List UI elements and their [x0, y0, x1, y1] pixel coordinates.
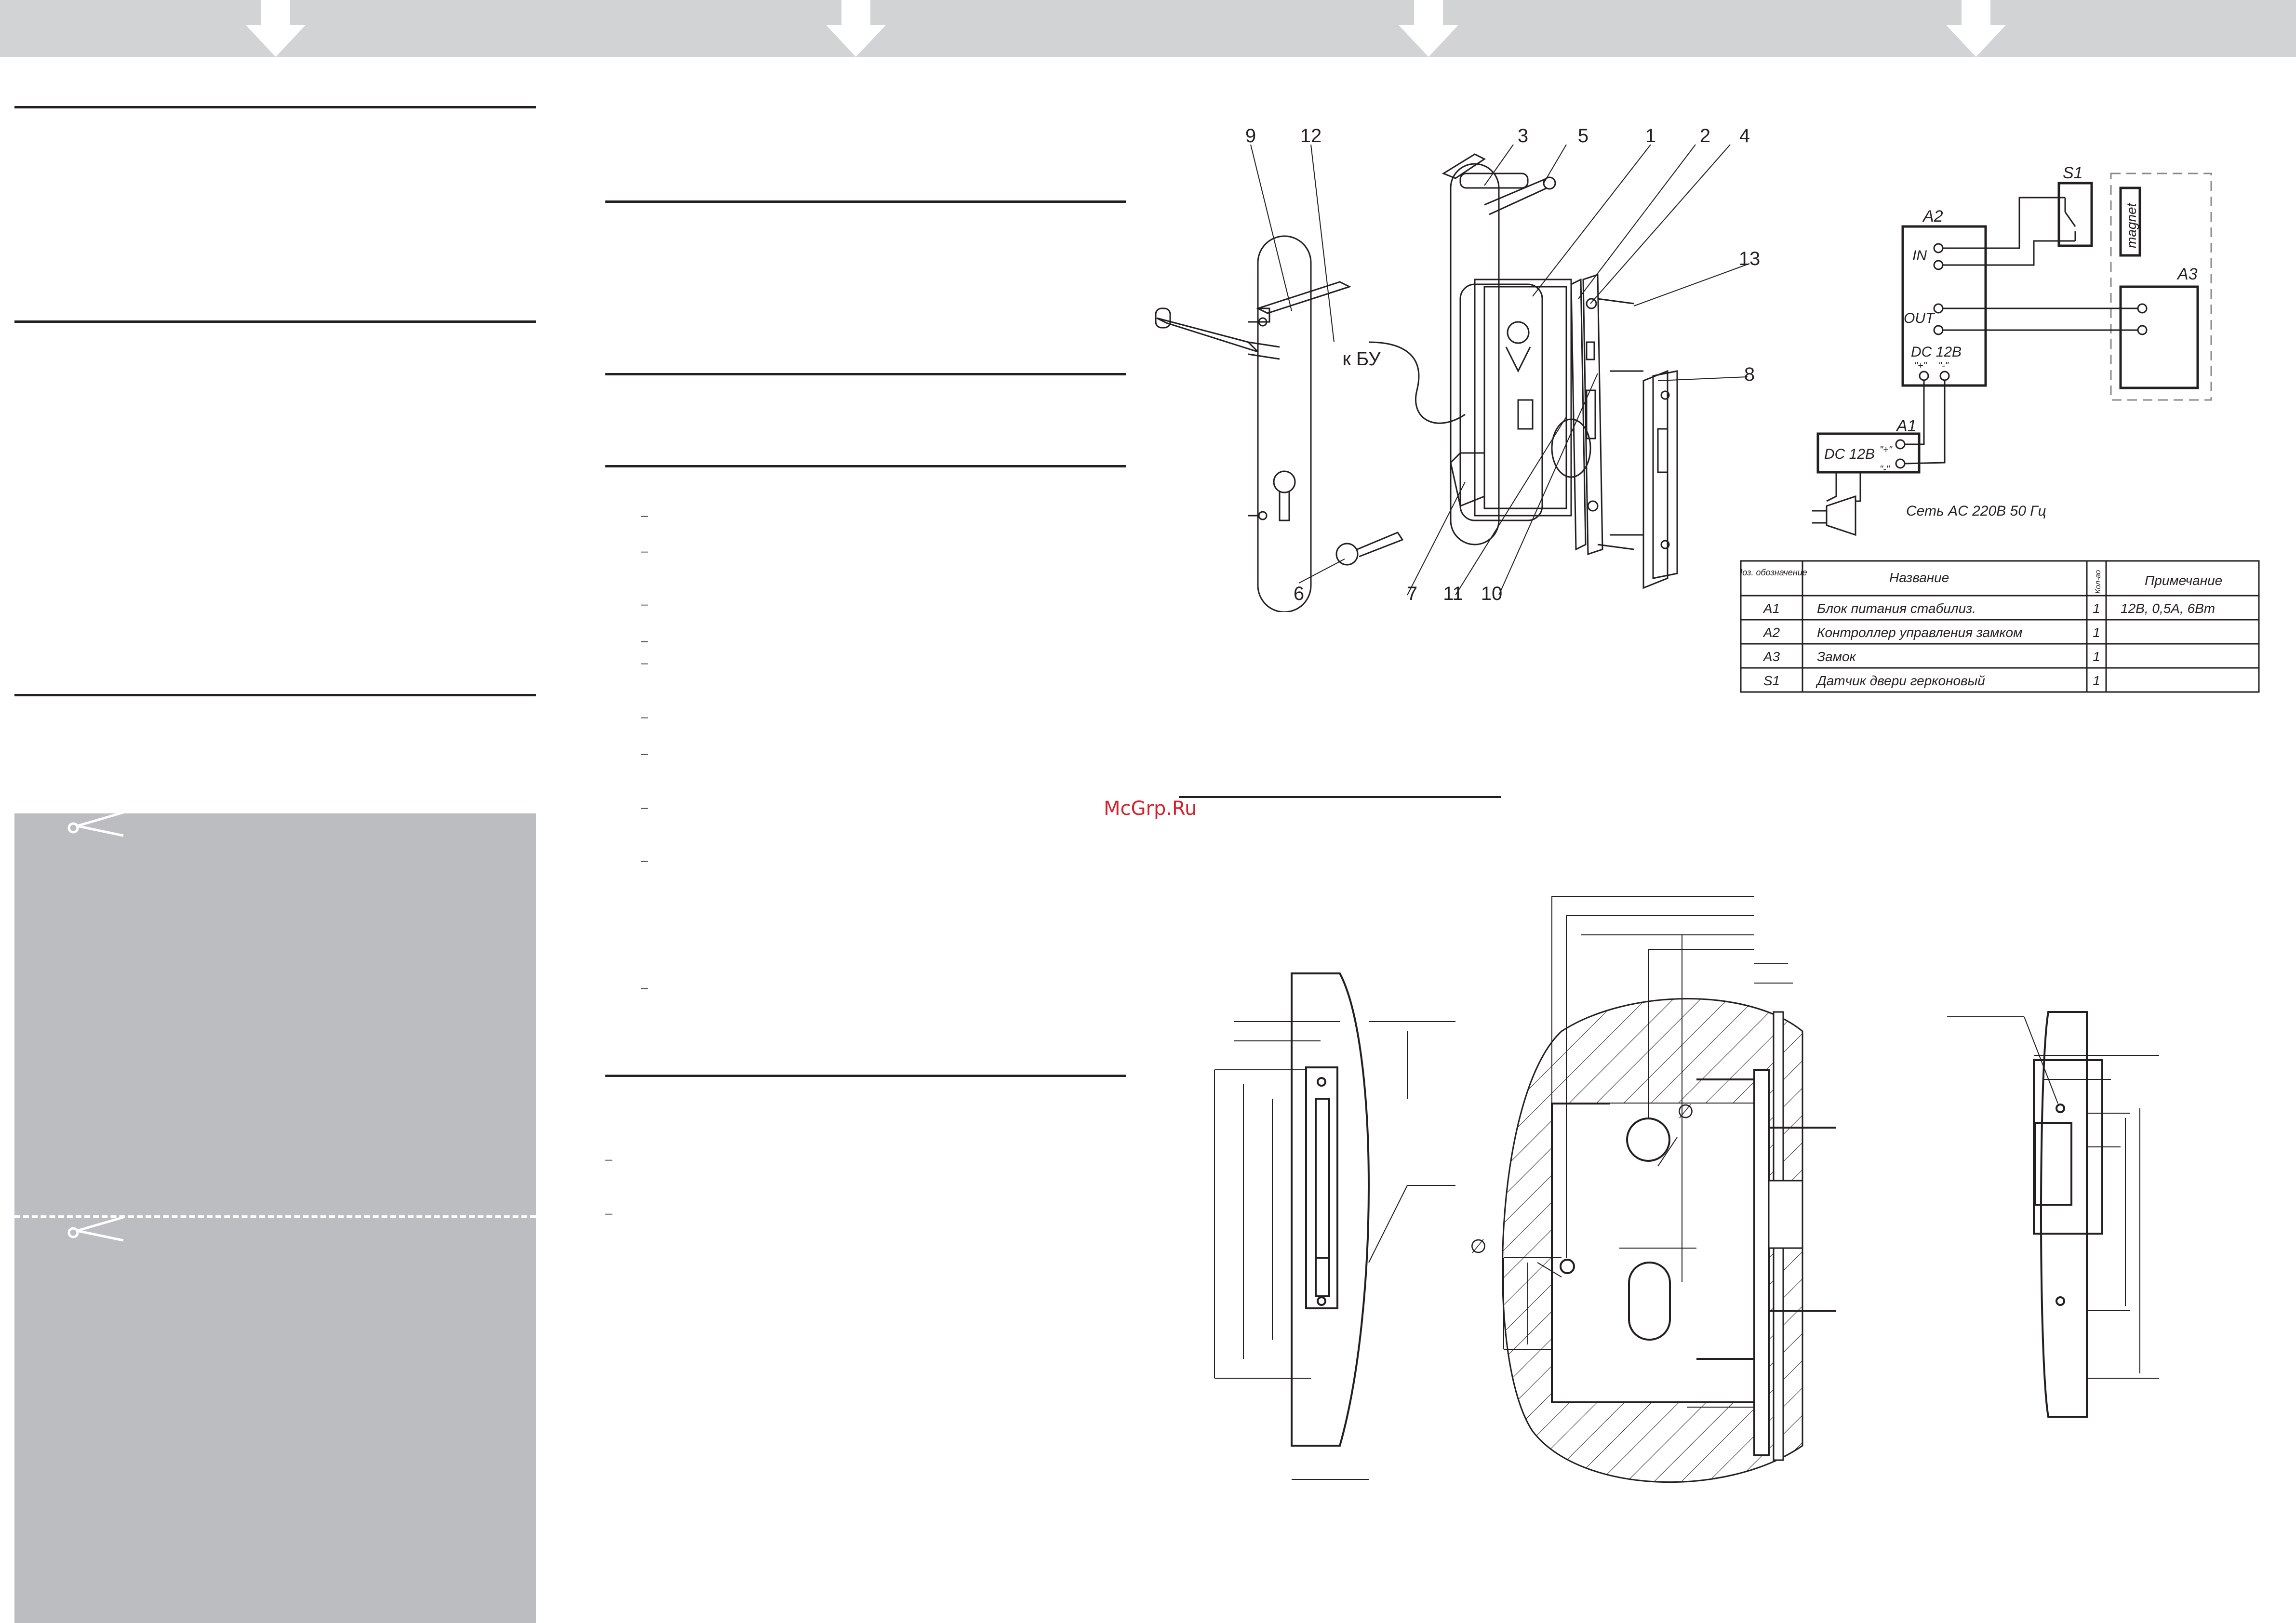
parts-table: Поз. обозначение Название Кол-во Примеча…: [1740, 560, 2260, 693]
list-bullet: –: [605, 1206, 613, 1220]
section-rule: [14, 694, 536, 696]
list-bullet: –: [641, 853, 648, 867]
top-band: [0, 0, 2296, 57]
callout-label: 13: [1739, 248, 1761, 269]
list-bullet: –: [641, 655, 648, 670]
table-header: Примечание: [2145, 573, 2222, 588]
table-cell: 12В, 0,5А, 6Вт: [2121, 601, 2215, 616]
watermark: McGrp.Ru: [1104, 798, 1197, 820]
callout-label: 1: [1645, 125, 1656, 146]
diameter-symbol: ∅: [1677, 1101, 1694, 1122]
callout-label: 11: [1443, 583, 1463, 604]
table-cell: 1: [2093, 649, 2100, 664]
table-cell: Контроллер управления замком: [1817, 625, 2022, 640]
table-cell: A3: [1762, 649, 1780, 664]
table-cell: Блок питания стабилиз.: [1817, 601, 1976, 616]
mains-label: Сеть AC 220В 50 Гц: [1906, 503, 2046, 519]
plus-label: "+": [1880, 445, 1893, 455]
callout-label: 12: [1300, 125, 1322, 146]
list-bullet: –: [605, 1152, 613, 1166]
plus-label: "+": [1914, 360, 1927, 371]
callout-label: 9: [1245, 125, 1256, 146]
list-bullet: –: [641, 544, 648, 558]
scissors-icon: [67, 1216, 124, 1242]
section-rule: [605, 465, 1126, 467]
list-bullet: –: [641, 709, 648, 724]
down-arrow-icon: [1946, 0, 2006, 57]
list-bullet: –: [641, 980, 648, 995]
table-header: Кол-во: [2094, 570, 2102, 594]
cut-line: [14, 811, 536, 813]
callout-label: 8: [1744, 364, 1755, 385]
table-cell: 1: [2093, 625, 2100, 640]
down-arrow-icon: [246, 0, 306, 57]
section-rule: [1179, 796, 1501, 798]
sensor-box: [2057, 182, 2093, 247]
table-cell: 1: [2093, 601, 2100, 616]
list-bullet: –: [641, 633, 648, 648]
list-bullet: –: [641, 746, 648, 760]
wire-label: к БУ: [1342, 348, 1381, 370]
controller-tag: A2: [1922, 207, 1943, 226]
tear-off-panel: [14, 813, 536, 1623]
minus-label: "-": [1880, 464, 1890, 475]
exploded-lock-drawing: 9 12 3 5 1 2 4 13 8 6 7 11 10 к БУ: [1155, 125, 1761, 612]
magnet-label: magnet: [2124, 202, 2139, 248]
table-cell: A1: [1762, 601, 1780, 616]
cut-line: [14, 1215, 536, 1218]
top-arrows: [246, 0, 2006, 57]
door-edge-left: [1291, 972, 1370, 1447]
psu-tag: A1: [1896, 417, 1917, 435]
callout-label: 7: [1407, 583, 1417, 604]
table-cell: A2: [1762, 625, 1780, 640]
list-bullet: –: [641, 597, 648, 611]
callout-label: 10: [1481, 583, 1503, 604]
callout-label: 4: [1739, 125, 1750, 146]
magnet-box: [2119, 186, 2141, 257]
list-bullet: –: [641, 800, 648, 814]
lock-tag: A3: [2176, 265, 2198, 283]
table-cell: 1: [2093, 673, 2100, 688]
controller-in-label: IN: [1912, 248, 1927, 264]
psu-box: [1816, 432, 1921, 474]
table-header: Поз. обозначение: [1740, 568, 1807, 577]
section-rule: [14, 106, 536, 108]
table-header: Название: [1889, 570, 1949, 585]
down-arrow-icon: [1399, 0, 1458, 57]
callout-label: 5: [1578, 125, 1589, 146]
callout-label: 3: [1518, 125, 1528, 146]
section-rule: [14, 320, 536, 323]
down-arrow-icon: [826, 0, 886, 57]
installation-drawing: ∅ ∅: [1214, 896, 2159, 1483]
scissors-icon: [67, 811, 124, 837]
table-cell: Замок: [1817, 649, 1857, 664]
sensor-group-frame: [2110, 173, 2212, 401]
table-cell: Датчик двери герконовый: [1815, 673, 1985, 688]
controller-out-label: OUT: [1904, 310, 1936, 326]
controller-dc-label: DC 12В: [1911, 344, 1962, 360]
table-cell: S1: [1763, 673, 1780, 688]
door-frame-right: [2040, 1011, 2088, 1418]
minus-label: "-": [1938, 360, 1949, 371]
callout-label: 6: [1294, 583, 1304, 604]
wiring-diagram: A2 IN OUT DC 12В "+" "-" S1 A3 A1 DC 12В…: [1812, 164, 2212, 536]
sensor-tag: S1: [2063, 164, 2083, 182]
section-rule: [605, 200, 1126, 203]
diameter-symbol: ∅: [1470, 1236, 1487, 1257]
section-rule: [605, 373, 1126, 375]
psu-label: DC 12В: [1824, 446, 1875, 462]
lock-box: [2119, 285, 2199, 389]
callout-label: 2: [1700, 125, 1710, 146]
section-rule: [605, 1075, 1126, 1077]
list-bullet: –: [641, 508, 648, 522]
